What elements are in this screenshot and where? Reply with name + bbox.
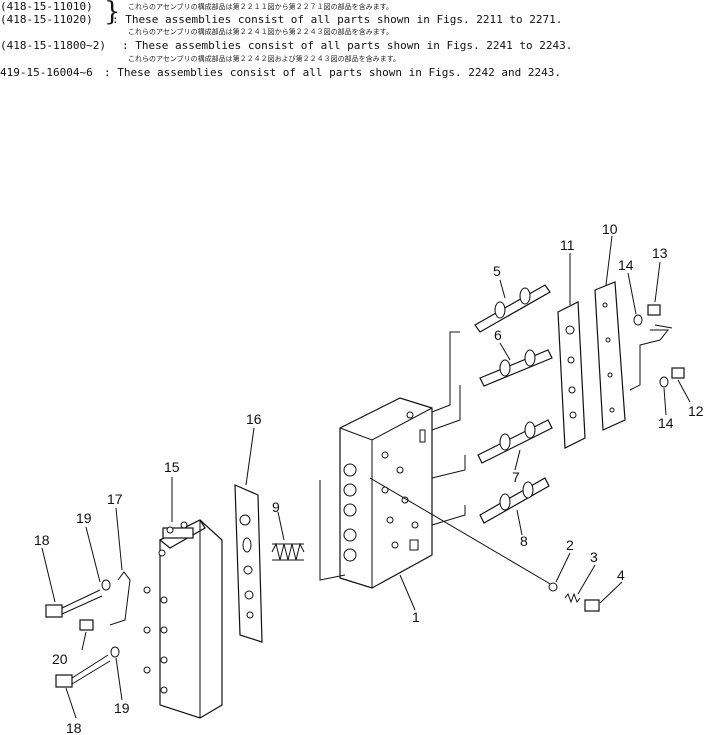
callout-16: 16: [246, 411, 262, 427]
callout-12: 12: [688, 403, 704, 419]
part-18-bolt-bottom: [55, 654, 111, 688]
callout-2: 2: [566, 537, 574, 553]
callout-14-top: 14: [618, 257, 634, 273]
callout-15: 15: [164, 459, 180, 475]
part-14-washer-top: [633, 314, 643, 326]
note-text-1: : These assemblies consist of all parts …: [112, 13, 563, 26]
callout-17: 17: [107, 491, 123, 507]
callout-5: 5: [493, 263, 501, 279]
callout-20: 20: [52, 651, 68, 667]
callout-13: 13: [652, 245, 668, 261]
part-bracket: [629, 324, 673, 391]
callout-11: 11: [560, 237, 575, 253]
part-2-ball: [548, 582, 558, 592]
callout-4: 4: [617, 567, 625, 583]
note-code-4: 419-15-16004~6: [0, 66, 93, 79]
part-18-bolt-top: [45, 589, 103, 618]
callout-3: 3: [590, 549, 598, 565]
part-9-spring: [271, 542, 305, 561]
callout-10: 10: [602, 221, 618, 237]
callout-6: 6: [494, 327, 502, 343]
part-17-bracket: [109, 571, 131, 626]
callout-7: 7: [512, 469, 520, 485]
note-jp-1: これらのアセンブリの構成部品は第２２１１図から第２２７１図の部品を含みます。: [128, 3, 393, 11]
part-5-spool: [474, 284, 551, 333]
part-15-cover-block: [143, 519, 223, 719]
leader-lines: [41, 235, 691, 719]
part-10-cover-plate: [594, 281, 626, 431]
part-16-gasket: [234, 484, 263, 643]
callout-8: 8: [520, 533, 528, 549]
note-jp-3: これらのアセンブリの構成部品は第２２４２図および第２２４３図の部品を含みます。: [128, 55, 400, 63]
part-20-bolt: [79, 619, 94, 631]
part-14-washer-bottom: [659, 376, 669, 388]
callout-19-top: 19: [76, 510, 92, 526]
callout-14-bottom: 14: [658, 415, 674, 431]
callout-9: 9: [272, 499, 280, 515]
note-text-2: : These assemblies consist of all parts …: [122, 39, 573, 52]
part-6-spool: [479, 349, 553, 387]
part-7-spool: [477, 419, 553, 464]
note-code-2: (418-15-11020): [0, 13, 93, 26]
note-brace: }: [104, 0, 121, 27]
assembly-notes: (418-15-11010) (418-15-11020) } これらのアセンブ…: [0, 0, 706, 90]
note-code-3: (418-15-11800~2): [0, 39, 106, 52]
note-jp-2: これらのアセンブリの構成部品は第２２４１図から第２２４３図の部品を含みます。: [128, 28, 393, 36]
callouts: 1 2 3 4 5 6 7 8 9 10 11 12 13 14 14 15 1…: [34, 221, 704, 735]
callout-18-bottom: 18: [66, 720, 82, 735]
callout-19-bottom: 19: [114, 700, 130, 716]
callout-18-top: 18: [34, 532, 50, 548]
part-19-washer-bottom: [110, 646, 120, 658]
part-19-washer-top: [101, 579, 111, 591]
part-11-gasket: [557, 301, 586, 449]
part-12-bolt: [671, 367, 685, 379]
note-text-3: : These assemblies consist of all parts …: [104, 66, 561, 79]
part-8-spool: [479, 477, 550, 524]
part-1-valve-body: [339, 397, 433, 589]
part-13-bolt: [647, 304, 661, 316]
spool-guide-lines: [319, 331, 553, 586]
callout-1: 1: [412, 609, 420, 625]
part-3-spring: [564, 592, 581, 604]
note-code-1: (418-15-11010): [0, 0, 93, 13]
part-4-plug: [584, 599, 600, 612]
